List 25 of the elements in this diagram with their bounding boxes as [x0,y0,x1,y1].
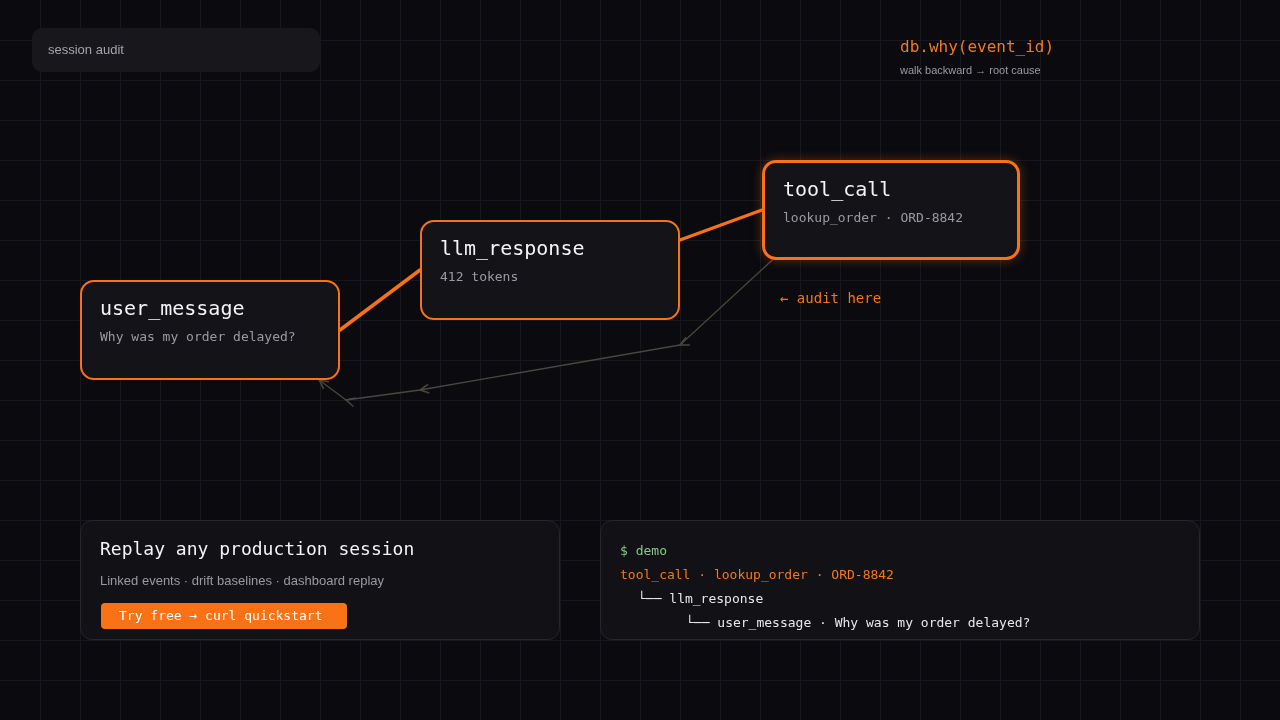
event-box [80,280,340,380]
event-detail: lookup_order · ORD-8842 [783,210,963,226]
terminal-panel [600,520,1200,640]
card-description: Linked events · drift baselines · dashboard replay [100,573,384,589]
card-title: Replay any production session [100,538,415,560]
feature-card [80,520,560,640]
annotation-text: ← audit here [780,289,882,307]
connector-line [338,268,422,332]
event-box [420,220,680,320]
event-detail: Why was my order delayed? [100,329,296,345]
event-title: tool_call [783,177,892,201]
cta-button: Try free → curl quickstart [101,603,347,629]
event-title: user_message [100,296,245,320]
event-title: llm_response [440,236,585,260]
event-box [762,160,1020,260]
function-call-text: db.why(event_id) [900,37,1055,57]
event-detail: 412 tokens [440,269,519,285]
caption-text: walk backward → root cause [900,63,1041,77]
arrow [318,259,773,407]
terminal-line: tool_call · lookup_order · ORD-8842 [620,566,894,584]
terminal-line: └── user_message · Why was my order delayed? [686,614,1031,632]
terminal-line: └── llm_response [638,590,764,608]
terminal-line: $ demo [620,542,667,560]
header-text: session audit [48,42,124,58]
connector-line [678,208,764,242]
